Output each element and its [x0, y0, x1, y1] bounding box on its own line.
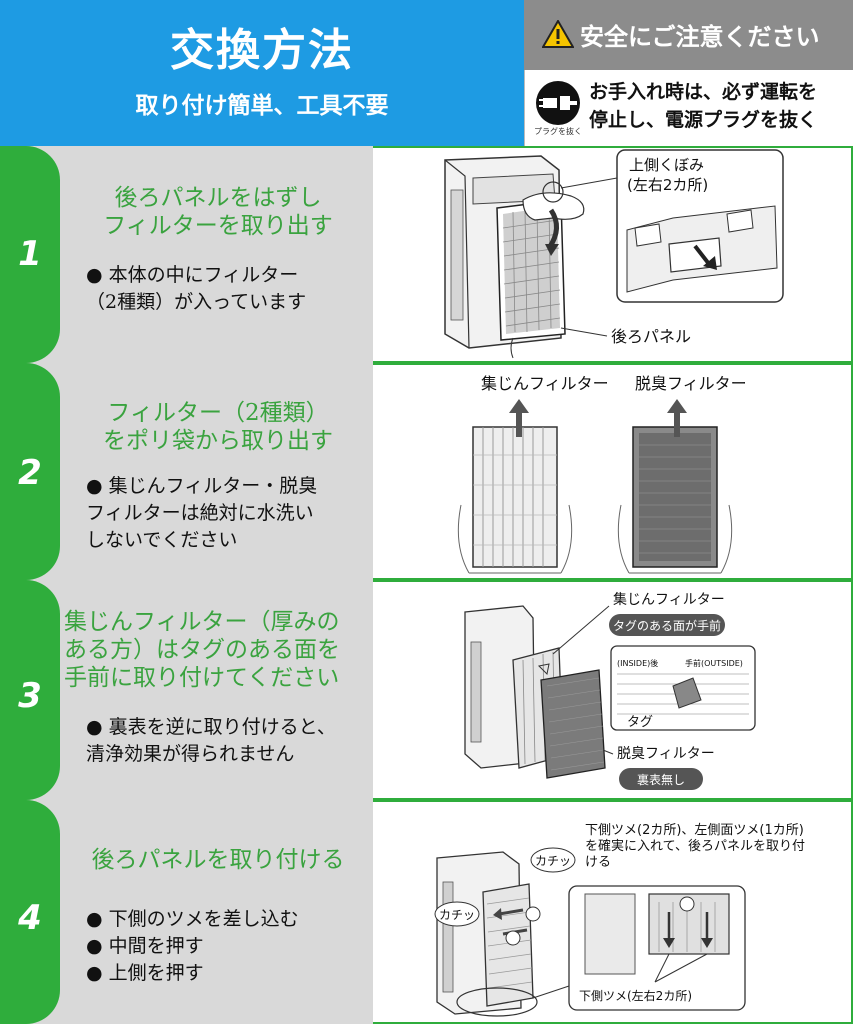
step-1-illustration: 上側くぼみ (左右2カ所) 後ろパネル [444, 149, 784, 359]
plug-notice-line-2: 停止し、電源プラグを抜く [589, 109, 818, 131]
step-2-title: フィルター（2種類） をポリ袋から取り出す [68, 399, 368, 455]
step-2-title-line-1: フィルター（2種類） [107, 400, 329, 426]
callout-left-right-2: (左右2カ所) [627, 176, 708, 194]
step-3-text-panel [0, 580, 373, 800]
label-dust-filter-3: 集じんフィルター [613, 591, 725, 608]
step-3-title-line-2: ある方）はタグのある面を [64, 637, 340, 663]
header-left: 交換方法 取り付け簡単、工具不要 [0, 0, 524, 146]
step-3-number: 3 [18, 676, 42, 716]
step-3-title-line-1: 集じんフィルター（厚みの [64, 609, 340, 635]
step-3-illustration: 集じんフィルター タグのある面が手前 (INSIDE)後 手前(OUTSIDE)… [464, 591, 756, 790]
step-4-bullet-line-2: ● 中間を押す [86, 935, 204, 957]
step-2-bullet-line-2: フィルターは絶対に水洗い [86, 502, 314, 524]
step-4-tab [0, 800, 60, 1024]
note-line-2: を確実に入れて、後ろパネルを取り付 [585, 838, 805, 854]
plug-notice: お手入れ時は、必ず運転を 停止し、電源プラグを抜く [589, 78, 817, 134]
step-3: 3 集じんフィルター（厚みの ある方）はタグのある面を 手前に取り付けてください… [0, 580, 853, 800]
step-2-bullet-line-3: しないでください [86, 529, 238, 551]
step-3-title: 集じんフィルター（厚みの ある方）はタグのある面を 手前に取り付けてください [64, 608, 370, 692]
badge-tag-face-front: タグのある面が手前 [613, 618, 721, 633]
badge-reversible: 裏表無し [637, 772, 685, 787]
step-2-illustration: 集じんフィルター 脱臭フィルター [457, 374, 747, 574]
plug-notice-box: プラグを抜く お手入れ時は、必ず運転を 停止し、電源プラグを抜く [524, 70, 853, 146]
step-2-tab [0, 363, 60, 580]
callout-back-panel: 後ろパネル [611, 327, 691, 346]
page-subtitle: 取り付け簡単、工具不要 [135, 92, 389, 119]
step-2-illustration-panel: 集じんフィルター 脱臭フィルター [373, 363, 853, 580]
step-2-text-panel [0, 363, 373, 580]
click-sound-2: カチッ [439, 908, 475, 922]
label-outside: 手前(OUTSIDE) [685, 658, 743, 668]
safety-banner: 安全にご注意ください [524, 0, 853, 70]
step-1-number: 1 [18, 234, 42, 274]
step-4: 4 後ろパネルを取り付ける ● 下側のツメを差し込む ● 中間を押す ● 上側を… [0, 800, 853, 1024]
step-1-illustration-panel: 上側くぼみ (左右2カ所) 後ろパネル [373, 146, 853, 363]
step-4-illustration: 下側ツメ(2カ所)、左側面ツメ(1カ所) を確実に入れて、後ろパネルを取り付 け… [434, 823, 805, 1017]
step-4-bullet-line-3: ● 上側を押す [86, 962, 204, 984]
step-2-bullet-line-1: ● 集じんフィルター・脱臭 [86, 475, 318, 497]
label-inside: (INSIDE)後 [617, 658, 658, 668]
step-3-tab [0, 580, 60, 800]
label-tag: タグ [627, 715, 653, 730]
step-3-bullet-line-1: ● 裏表を逆に取り付けると、 [86, 716, 336, 738]
deodorizing-filter-install [540, 669, 606, 779]
dust-filter [472, 426, 558, 568]
back-panel [496, 199, 566, 341]
label-deodorizing-filter: 脱臭フィルター [635, 374, 747, 393]
step-1-text-panel [0, 146, 373, 363]
warning-icon [542, 20, 574, 48]
step-3-illustration-panel: 集じんフィルター タグのある面が手前 (INSIDE)後 手前(OUTSIDE)… [373, 580, 853, 800]
step-4-number: 4 [18, 898, 42, 938]
step-1-tab [0, 146, 60, 363]
step-2-title-line-2: をポリ袋から取り出す [103, 428, 333, 454]
step-3-bullets: ● 裏表を逆に取り付けると、 清浄効果が得られません [86, 714, 336, 768]
click-sound-1: カチッ [535, 854, 571, 868]
step-1-title-line-2: フィルターを取り出す [103, 213, 333, 239]
step-1-bullet-line-1: ● 本体の中にフィルター [86, 264, 299, 286]
step-3-bullet-line-2: 清浄効果が得られません [86, 743, 295, 765]
unplug-icon [536, 81, 580, 125]
label-lower-tabs: 下側ツメ(左右2カ所) [579, 988, 692, 1003]
label-deodorizing-filter-3: 脱臭フィルター [617, 746, 715, 762]
label-dust-filter: 集じんフィルター [481, 374, 609, 393]
note-line-3: ける [585, 855, 611, 870]
note-line-1: 下側ツメ(2カ所)、左側面ツメ(1カ所) [585, 823, 804, 838]
plug-notice-line-1: お手入れ時は、必ず運転を [589, 81, 818, 103]
step-3-title-line-3: 手前に取り付けてください [64, 665, 340, 691]
step-1-title: 後ろパネルをはずし フィルターを取り出す [68, 184, 368, 240]
deodorizing-filter [632, 426, 718, 568]
page-title: 交換方法 [170, 25, 354, 76]
step-1-bullet-line-2: （2種類）が入っています [86, 291, 307, 313]
step-1-title-line-1: 後ろパネルをはずし [114, 185, 322, 211]
safety-notice: 安全にご注意ください [580, 22, 820, 51]
step-4-text-panel [0, 800, 373, 1024]
step-4-bullet-line-1: ● 下側のツメを差し込む [86, 908, 299, 930]
step-4-bullets: ● 下側のツメを差し込む ● 中間を押す ● 上側を押す [86, 906, 299, 987]
step-1: 1 後ろパネルをはずし フィルターを取り出す ● 本体の中にフィルター （2種類… [0, 146, 853, 363]
unplug-icon-label: プラグを抜く [534, 127, 582, 136]
step-4-title-line-1: 後ろパネルを取り付ける [91, 847, 345, 873]
step-2-bullets: ● 集じんフィルター・脱臭 フィルターは絶対に水洗い しないでください [86, 473, 317, 554]
step-2: 2 フィルター（2種類） をポリ袋から取り出す ● 集じんフィルター・脱臭 フィ… [0, 363, 853, 580]
step-4-title: 後ろパネルを取り付ける [68, 846, 368, 874]
callout-upper-recess: 上側くぼみ [629, 156, 704, 174]
step-1-bullets: ● 本体の中にフィルター （2種類）が入っています [86, 262, 306, 316]
step-4-illustration-panel: 下側ツメ(2カ所)、左側面ツメ(1カ所) を確実に入れて、後ろパネルを取り付 け… [373, 800, 853, 1024]
step-2-number: 2 [18, 453, 42, 493]
